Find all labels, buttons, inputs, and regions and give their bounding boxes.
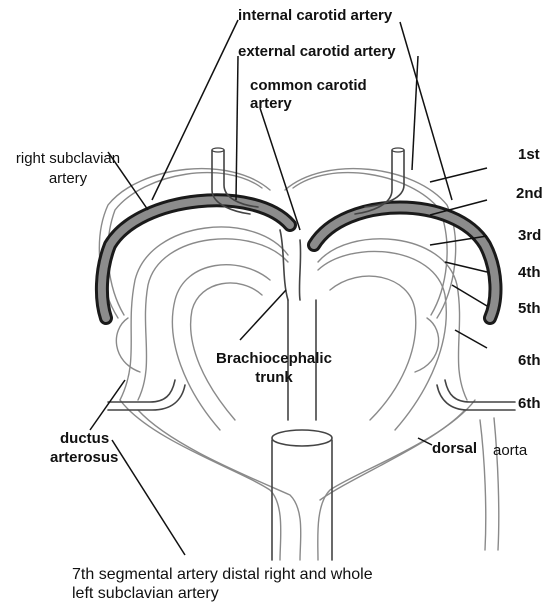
label-seventh-segmental-line2: left subclavian artery: [72, 584, 219, 603]
label-right-subclavian-line2: artery: [2, 170, 134, 188]
label-seventh-segmental-line1: 7th segmental artery distal right and wh…: [72, 565, 373, 584]
label-ductus-line1: ductus: [60, 430, 109, 448]
central-trunk: [272, 230, 332, 560]
inner-arch-loops: [120, 227, 467, 430]
label-arch-5th: 5th: [518, 300, 541, 318]
right-fourth-arch: [314, 208, 495, 319]
label-common-carotid-line1: common carotid: [250, 77, 367, 95]
label-brachiocephalic-line1: Brachiocephalic: [214, 350, 334, 368]
label-dorsal: dorsal: [432, 440, 477, 458]
label-ductus-line2: arterosus: [50, 449, 118, 467]
label-external-carotid: external carotid artery: [238, 43, 396, 61]
label-arch-1st: 1st: [518, 146, 540, 164]
label-arch-2nd: 2nd: [516, 185, 543, 203]
label-brachiocephalic-line2: trunk: [214, 369, 334, 387]
label-right-subclavian-line1: right subclavian: [2, 150, 134, 168]
label-arch-6th-lower: 6th: [518, 395, 541, 413]
label-arch-3rd: 3rd: [518, 227, 541, 245]
label-internal-carotid: internal carotid artery: [238, 7, 392, 25]
sixth-arch-left: [108, 380, 185, 410]
sixth-arch-right: [437, 380, 515, 410]
dorsal-aorta: [120, 400, 499, 560]
label-aorta: aorta: [493, 442, 527, 460]
label-arch-6th-upper: 6th: [518, 352, 541, 370]
label-arch-4th: 4th: [518, 264, 541, 282]
label-common-carotid-line2: artery: [250, 95, 292, 113]
